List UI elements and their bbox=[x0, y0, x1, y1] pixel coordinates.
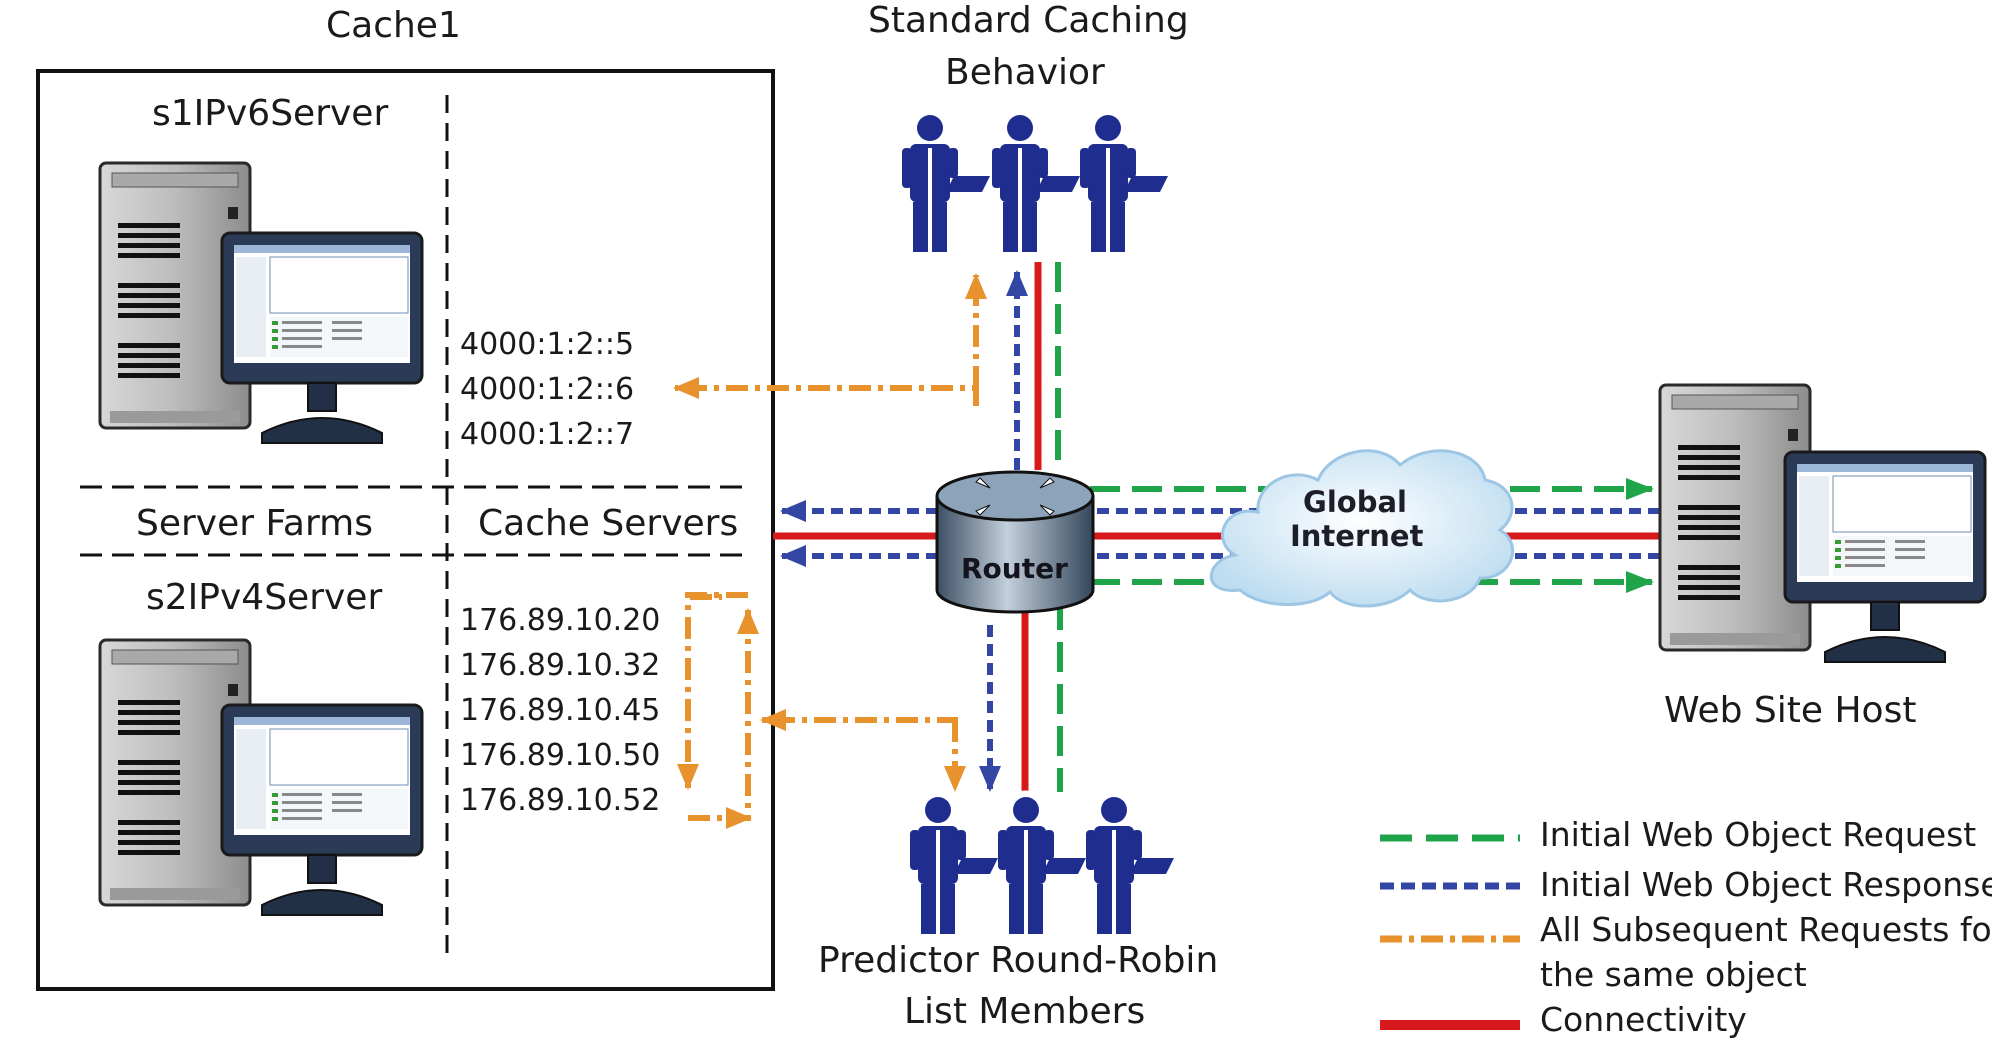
monitor-icon bbox=[1783, 450, 1987, 664]
ipv4-address: 176.89.10.52 bbox=[460, 783, 661, 818]
user-laptop-icon bbox=[900, 108, 992, 254]
connectivity-lines bbox=[773, 262, 1660, 792]
user-laptop-icon bbox=[1078, 108, 1170, 254]
server-farms-label: Server Farms bbox=[136, 503, 373, 544]
legend-subsequent-label2: the same object bbox=[1540, 955, 1807, 994]
router-icon bbox=[935, 470, 1095, 614]
global-internet-line1: Global bbox=[1303, 485, 1407, 519]
cache-box bbox=[36, 69, 775, 991]
legend-connectivity-label: Connectivity bbox=[1540, 1000, 1747, 1039]
predictor-line1: Predictor Round-Robin bbox=[818, 940, 1219, 981]
user-laptop-icon bbox=[1084, 790, 1176, 936]
legend-subsequent-label: All Subsequent Requests for bbox=[1540, 910, 1992, 949]
ipv6-address: 4000:1:2::6 bbox=[460, 372, 635, 407]
web-site-host-label: Web Site Host bbox=[1664, 690, 1917, 731]
ipv6-address: 4000:1:2::7 bbox=[460, 417, 635, 452]
s1-server-label: s1IPv6Server bbox=[152, 93, 389, 134]
ipv4-address: 176.89.10.50 bbox=[460, 738, 661, 773]
ipv4-address: 176.89.10.20 bbox=[460, 603, 661, 638]
global-internet-line2: Internet bbox=[1290, 519, 1424, 553]
user-laptop-icon bbox=[990, 108, 1082, 254]
subsequent-request-lines bbox=[673, 273, 987, 829]
ipv6-address: 4000:1:2::5 bbox=[460, 327, 635, 362]
monitor-icon bbox=[220, 703, 424, 917]
legend-swatches bbox=[1380, 834, 1520, 1030]
standard-caching-line2: Behavior bbox=[945, 52, 1105, 93]
predictor-line2: List Members bbox=[904, 991, 1146, 1032]
ipv4-address: 176.89.10.32 bbox=[460, 648, 661, 683]
router-label: Router bbox=[961, 552, 1068, 585]
user-laptop-icon bbox=[996, 790, 1088, 936]
legend-response-label: Initial Web Object Response bbox=[1540, 865, 1992, 904]
monitor-icon bbox=[220, 231, 424, 445]
user-laptop-icon bbox=[908, 790, 1000, 936]
standard-caching-line1: Standard Caching bbox=[868, 0, 1189, 41]
legend-request-label: Initial Web Object Request bbox=[1540, 815, 1977, 854]
response-lines bbox=[780, 270, 1660, 792]
cache-title: Cache1 bbox=[326, 5, 461, 46]
ipv4-address: 176.89.10.45 bbox=[460, 693, 661, 728]
cache-servers-label: Cache Servers bbox=[478, 503, 739, 544]
s2-server-label: s2IPv4Server bbox=[146, 577, 383, 618]
cloud-icon bbox=[1209, 449, 1514, 608]
